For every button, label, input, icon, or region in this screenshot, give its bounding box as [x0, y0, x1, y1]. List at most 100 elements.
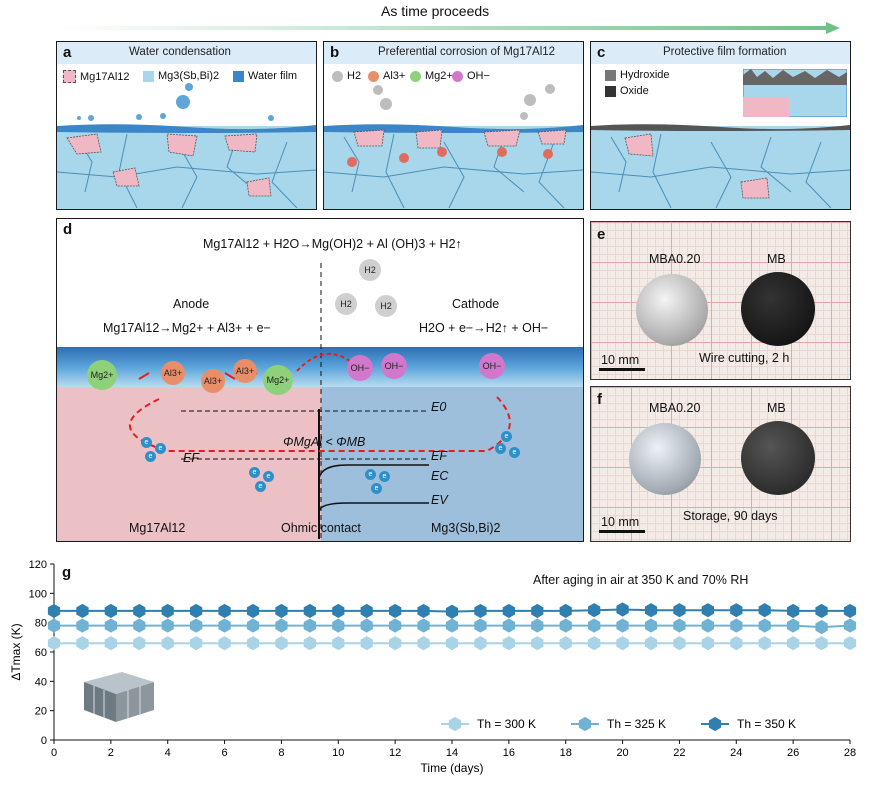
- legend-hydroxide-label: Hydroxide: [620, 69, 670, 81]
- x-tick-label: 0: [51, 747, 57, 759]
- data-point: [389, 618, 402, 633]
- legend-mg3sbbi2: Mg3(Sb,Bi)2: [143, 70, 219, 82]
- overall-equation: Mg17Al12 + H2O→Mg(OH)2 + Al (OH)3 + H2↑: [203, 237, 462, 251]
- data-point: [644, 603, 658, 618]
- h2-bubble-3: H2: [375, 295, 397, 317]
- anode-region: [57, 379, 321, 541]
- legend-marker: [708, 716, 722, 732]
- electron-ball: e: [379, 471, 390, 482]
- legend-mg17al12: Mg17Al12: [63, 70, 130, 83]
- electron-ball: e: [509, 447, 520, 458]
- panel-e-letter: e: [597, 226, 606, 243]
- x-tick-label: 12: [389, 747, 401, 759]
- data-point: [275, 636, 288, 651]
- data-point: [332, 618, 345, 633]
- data-point: [133, 636, 146, 651]
- electron-ball: e: [263, 471, 274, 482]
- data-point: [303, 618, 316, 633]
- panel-f-caption: Storage, 90 days: [683, 509, 778, 523]
- data-point: [417, 636, 430, 651]
- panel-d-letter: d: [63, 221, 73, 238]
- electron-ball: e: [495, 443, 506, 454]
- data-point: [502, 603, 515, 618]
- anode-equation: Mg17Al12→Mg2+ + Al3+ + e−: [103, 321, 271, 335]
- data-point: [275, 603, 288, 618]
- mg17al12-bottom-label: Mg17Al12: [129, 521, 186, 535]
- data-point: [275, 618, 288, 633]
- legend-label: Th = 300 K: [477, 717, 536, 731]
- panel-e-caption: Wire cutting, 2 h: [699, 351, 790, 365]
- x-tick-label: 16: [503, 747, 515, 759]
- anode-label: Anode: [173, 297, 210, 311]
- panel-f-left-label: MBA0.20: [649, 401, 701, 415]
- cathode-label: Cathode: [452, 297, 500, 311]
- data-point: [701, 636, 714, 651]
- data-point: [787, 618, 800, 633]
- data-point: [104, 636, 117, 651]
- panel-c-inset: [743, 69, 847, 117]
- data-point: [616, 618, 629, 633]
- ohmic-contact-label: Ohmic contact: [281, 521, 361, 535]
- data-point: [843, 603, 857, 618]
- data-point: [758, 603, 771, 618]
- y-tick-label: 120: [29, 559, 47, 571]
- data-point: [389, 636, 402, 651]
- oh-dot: [452, 70, 463, 82]
- ion-al3-3: Al3+: [233, 359, 257, 383]
- data-point: [815, 636, 828, 651]
- data-point: [445, 636, 459, 651]
- ion-oh-2: OH−: [381, 353, 407, 379]
- chart-annotation: After aging in air at 350 K and 70% RH: [533, 573, 749, 587]
- legend-label: Th = 350 K: [737, 717, 796, 731]
- data-point: [389, 603, 402, 618]
- legend-mg2: Mg2+: [410, 70, 453, 82]
- electron-ball: e: [371, 483, 382, 494]
- data-point: [417, 603, 430, 618]
- legend-mg3sbbi2-label: Mg3(Sb,Bi)2: [158, 70, 220, 82]
- x-tick-label: 18: [560, 747, 572, 759]
- panel-e-right-label: MB: [767, 252, 786, 266]
- data-point: [673, 618, 686, 633]
- data-point: [616, 636, 629, 651]
- data-point: [787, 636, 800, 651]
- electron-ball: e: [365, 469, 376, 480]
- data-point: [104, 603, 117, 618]
- data-point: [218, 618, 231, 633]
- electron-ball: e: [501, 431, 512, 442]
- panel-e-left-label: MBA0.20: [649, 252, 701, 266]
- electron-ball: e: [255, 481, 266, 492]
- electron-ball: e: [141, 437, 152, 448]
- mba-disk: [629, 423, 701, 495]
- panel-d-graphics: [128, 263, 511, 541]
- data-point: [502, 636, 515, 651]
- data-point: [474, 618, 487, 633]
- data-point: [701, 603, 714, 618]
- x-tick-label: 28: [844, 747, 856, 759]
- panel-g-letter: g: [62, 564, 72, 581]
- data-point: [76, 618, 89, 633]
- x-tick-label: 26: [787, 747, 799, 759]
- data-point: [531, 603, 544, 618]
- data-point: [559, 603, 572, 618]
- data-point: [730, 636, 743, 651]
- h2-bubble-2: H2: [335, 293, 357, 315]
- mb-disk: [741, 421, 815, 495]
- ion-mg2-left: Mg2+: [87, 360, 117, 390]
- panel-a-header: [57, 42, 316, 64]
- y-axis-label: ΔTmax (K): [9, 623, 23, 680]
- electron-ball: e: [249, 467, 260, 478]
- data-point: [843, 636, 857, 651]
- legend-water-film-label: Water film: [248, 70, 298, 82]
- panel-b: b Preferential corrosion of Mg17Al12 H2 …: [323, 41, 584, 210]
- panel-c-microstructure: [591, 124, 850, 209]
- ion-al3-1: Al3+: [161, 361, 185, 385]
- data-point: [360, 603, 373, 618]
- panel-f-letter: f: [597, 391, 602, 408]
- data-point: [730, 618, 743, 633]
- ec-label: EC: [431, 469, 449, 483]
- legend-h2: H2: [332, 70, 361, 82]
- y-tick-label: 40: [35, 676, 47, 688]
- time-arrow-graphic: [60, 22, 840, 34]
- data-point: [303, 603, 316, 618]
- legend-water-film: Water film: [233, 70, 297, 82]
